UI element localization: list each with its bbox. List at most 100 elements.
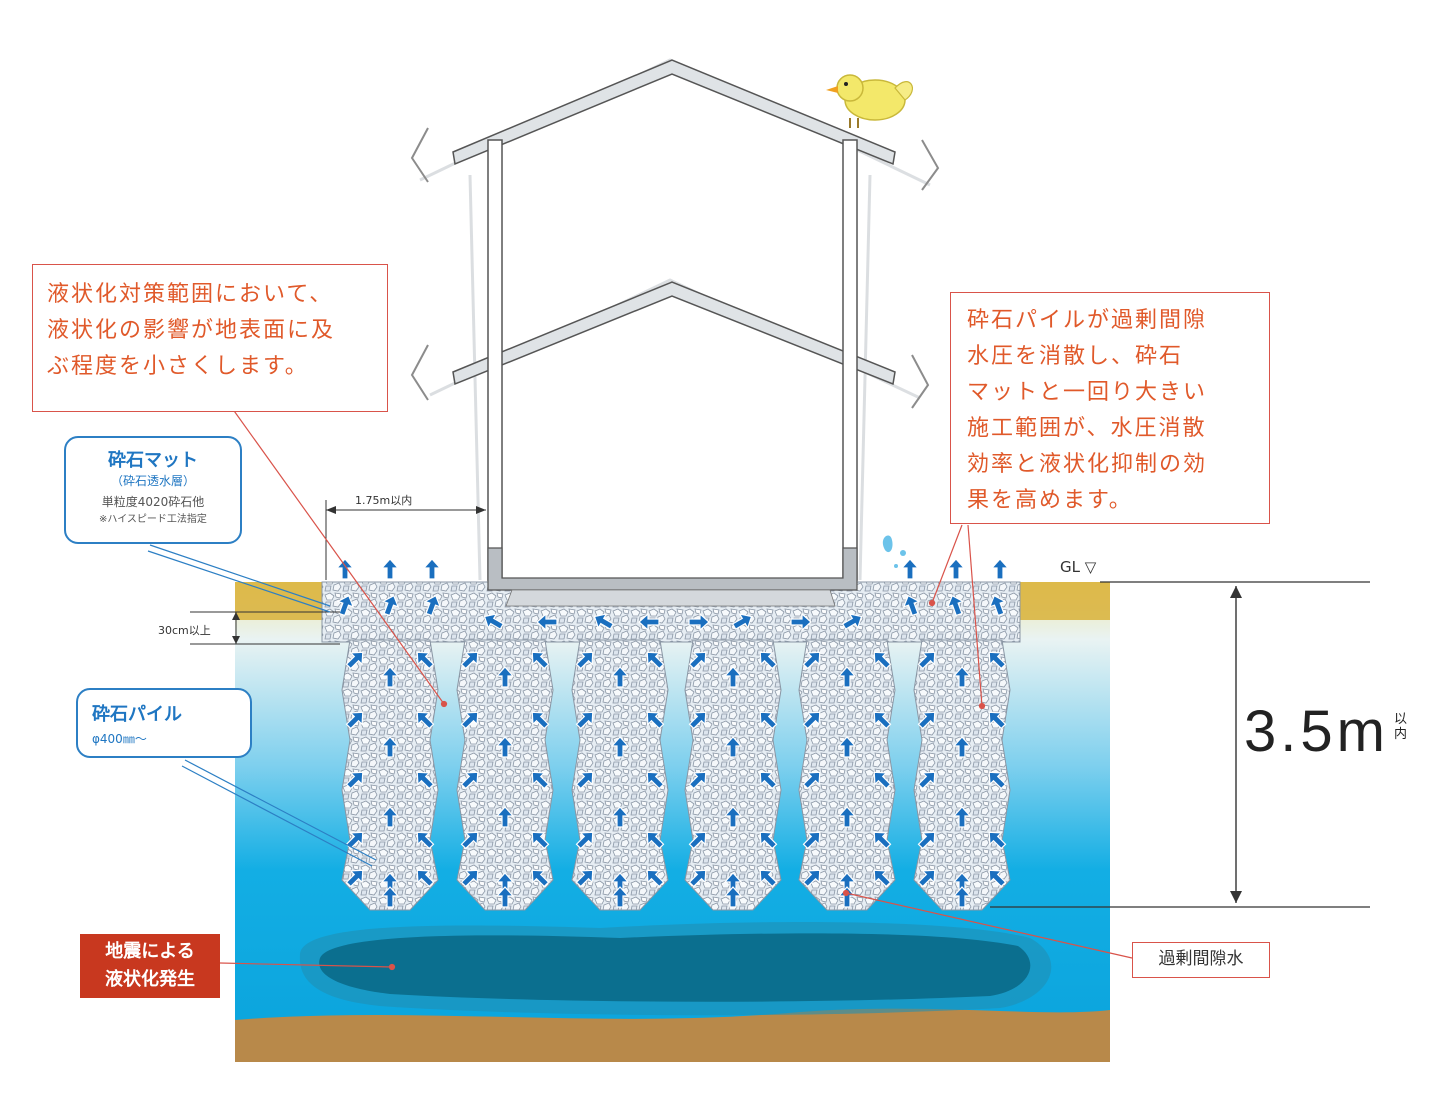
callout-line: 水圧を消散し、砕石 bbox=[967, 344, 1184, 369]
gravel-pile bbox=[913, 639, 1011, 911]
flow-arrow bbox=[759, 869, 778, 888]
water-flow-arrows bbox=[335, 558, 1010, 908]
tag-line: 液状化発生 bbox=[105, 969, 195, 990]
flow-arrow bbox=[575, 771, 594, 790]
flow-arrow bbox=[688, 831, 707, 850]
flow-arrow bbox=[416, 869, 435, 888]
gravel-pile bbox=[456, 639, 554, 911]
gl-marker: GL ▽ bbox=[1060, 558, 1097, 576]
flow-arrow bbox=[988, 771, 1007, 790]
flow-arrow bbox=[900, 558, 920, 580]
gravel-pile bbox=[684, 639, 782, 911]
flow-arrow bbox=[688, 711, 707, 730]
flow-arrow bbox=[416, 831, 435, 850]
gravel-piles bbox=[341, 639, 1011, 911]
bird-illustration bbox=[826, 74, 913, 128]
liquefaction-occurrence-tag: 地震による 液状化発生 bbox=[80, 934, 220, 998]
flow-arrow bbox=[988, 831, 1007, 850]
flow-arrow bbox=[531, 771, 550, 790]
flow-arrow bbox=[416, 711, 435, 730]
flow-arrow bbox=[646, 771, 665, 790]
flow-arrow bbox=[345, 771, 364, 790]
gravel-pile bbox=[341, 639, 439, 911]
flow-arrow bbox=[531, 651, 550, 670]
flow-arrow bbox=[723, 806, 743, 828]
flow-arrow bbox=[802, 771, 821, 790]
width-limit-label: 1.75m以内 bbox=[355, 494, 413, 507]
flow-arrow bbox=[460, 831, 479, 850]
flow-arrow bbox=[610, 736, 630, 758]
flow-arrow bbox=[837, 666, 857, 688]
flow-arrow bbox=[946, 594, 965, 617]
flow-arrow bbox=[988, 594, 1007, 617]
flow-arrow bbox=[790, 612, 812, 632]
flow-arrow bbox=[380, 558, 400, 580]
flow-arrow bbox=[841, 613, 863, 630]
flow-arrow bbox=[688, 612, 710, 632]
flow-arrow bbox=[646, 869, 665, 888]
liquefaction-zone bbox=[319, 933, 1031, 1002]
gravel-pile bbox=[798, 639, 896, 911]
flow-arrow bbox=[575, 831, 594, 850]
flow-arrow bbox=[610, 886, 630, 908]
depth-suffix-top: 以 bbox=[1394, 712, 1408, 727]
flow-arrow bbox=[495, 736, 515, 758]
flow-arrow bbox=[345, 869, 364, 888]
flow-arrow bbox=[759, 651, 778, 670]
flow-arrow bbox=[759, 711, 778, 730]
flow-arrow bbox=[837, 736, 857, 758]
flow-arrow bbox=[531, 711, 550, 730]
flow-arrow bbox=[802, 869, 821, 888]
flow-arrow bbox=[873, 869, 892, 888]
flow-arrow bbox=[646, 711, 665, 730]
flow-arrow bbox=[610, 806, 630, 828]
flow-arrow bbox=[873, 651, 892, 670]
flow-arrow bbox=[575, 869, 594, 888]
flow-arrow bbox=[917, 869, 936, 888]
gravel-mat-label: 砕石マット （砕石透水層） 単粒度4020砕石他 ※ハイスピード工法指定 bbox=[64, 436, 242, 544]
flow-arrow bbox=[902, 594, 921, 617]
house-wall-right bbox=[842, 139, 858, 581]
house-foundation bbox=[487, 547, 858, 591]
gravel-pile-title: 砕石パイル bbox=[92, 704, 182, 725]
flow-arrow bbox=[759, 771, 778, 790]
flow-arrow bbox=[335, 558, 355, 580]
callout-line: 果を高めます。 bbox=[967, 488, 1133, 513]
flow-arrow bbox=[917, 711, 936, 730]
mat-thickness-label: 30cm以上 bbox=[158, 624, 211, 637]
callout-line: 液状化の影響が地表面に及 bbox=[47, 318, 336, 343]
callout-line: 施工範囲が、水圧消散 bbox=[967, 416, 1207, 441]
house bbox=[410, 58, 940, 607]
depth-label: 3.5m 以 内 bbox=[1244, 698, 1407, 778]
flow-arrow bbox=[593, 613, 615, 630]
flow-arrow bbox=[460, 771, 479, 790]
excess-pore-water-text: 過剰間隙水 bbox=[1158, 949, 1244, 969]
flow-arrow bbox=[536, 612, 558, 632]
flow-arrow bbox=[646, 831, 665, 850]
flow-arrow bbox=[723, 886, 743, 908]
flow-arrow bbox=[575, 711, 594, 730]
callout-line: 砕石パイルが過剰間隙 bbox=[967, 308, 1208, 333]
flow-arrow bbox=[873, 771, 892, 790]
gravel-pile bbox=[571, 639, 669, 911]
flow-arrow bbox=[380, 886, 400, 908]
depth-suffix-bottom: 内 bbox=[1394, 727, 1408, 742]
flow-arrow bbox=[381, 594, 400, 617]
flow-arrow bbox=[731, 613, 753, 630]
flow-arrow bbox=[495, 806, 515, 828]
water-splash bbox=[882, 535, 906, 568]
flow-arrow bbox=[946, 558, 966, 580]
flow-arrow bbox=[688, 651, 707, 670]
flow-arrow bbox=[988, 869, 1007, 888]
flow-arrow bbox=[802, 711, 821, 730]
flow-arrow bbox=[990, 558, 1010, 580]
flow-arrow bbox=[422, 558, 442, 580]
flow-arrow bbox=[380, 736, 400, 758]
leader-lines bbox=[147, 407, 1133, 971]
flow-arrow bbox=[575, 651, 594, 670]
flow-arrow bbox=[723, 666, 743, 688]
flow-arrow bbox=[917, 651, 936, 670]
flow-arrow bbox=[610, 666, 630, 688]
